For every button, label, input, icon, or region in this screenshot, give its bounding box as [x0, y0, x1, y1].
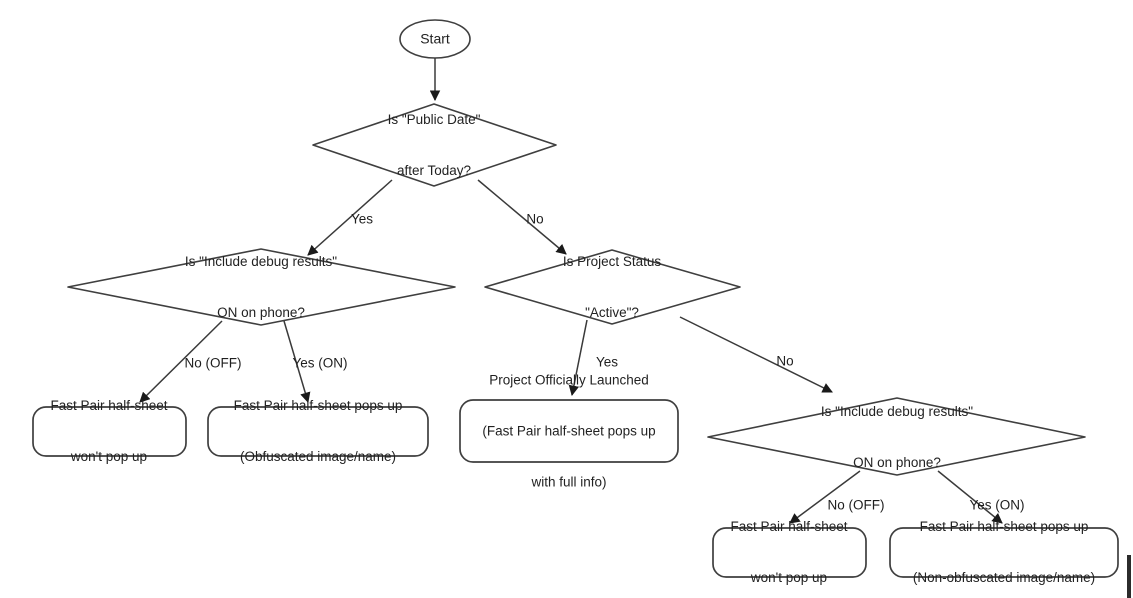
edge-debug-left-off — [139, 320, 223, 403]
edge-public-date-yes — [307, 179, 393, 256]
node-right-on-shape — [889, 527, 1119, 578]
edge-debug-right-off — [789, 470, 861, 524]
edge-public-date-no — [477, 179, 567, 255]
edge-project-status-yes — [568, 319, 588, 397]
edge-project-status-no — [679, 316, 833, 393]
node-debug-right-shape — [707, 397, 1086, 476]
node-left-on-shape — [207, 406, 429, 457]
node-launched-shape — [459, 399, 679, 463]
node-left-off-shape — [32, 406, 187, 457]
node-public-date-shape — [312, 103, 557, 187]
node-project-status-shape — [484, 249, 741, 325]
edge-debug-right-on — [937, 470, 1003, 524]
node-debug-left-shape — [67, 248, 456, 326]
node-start-shape — [399, 19, 471, 59]
page-edge-artifact — [1127, 555, 1131, 598]
edge-debug-left-on — [283, 320, 311, 404]
node-right-off-shape — [712, 527, 867, 578]
